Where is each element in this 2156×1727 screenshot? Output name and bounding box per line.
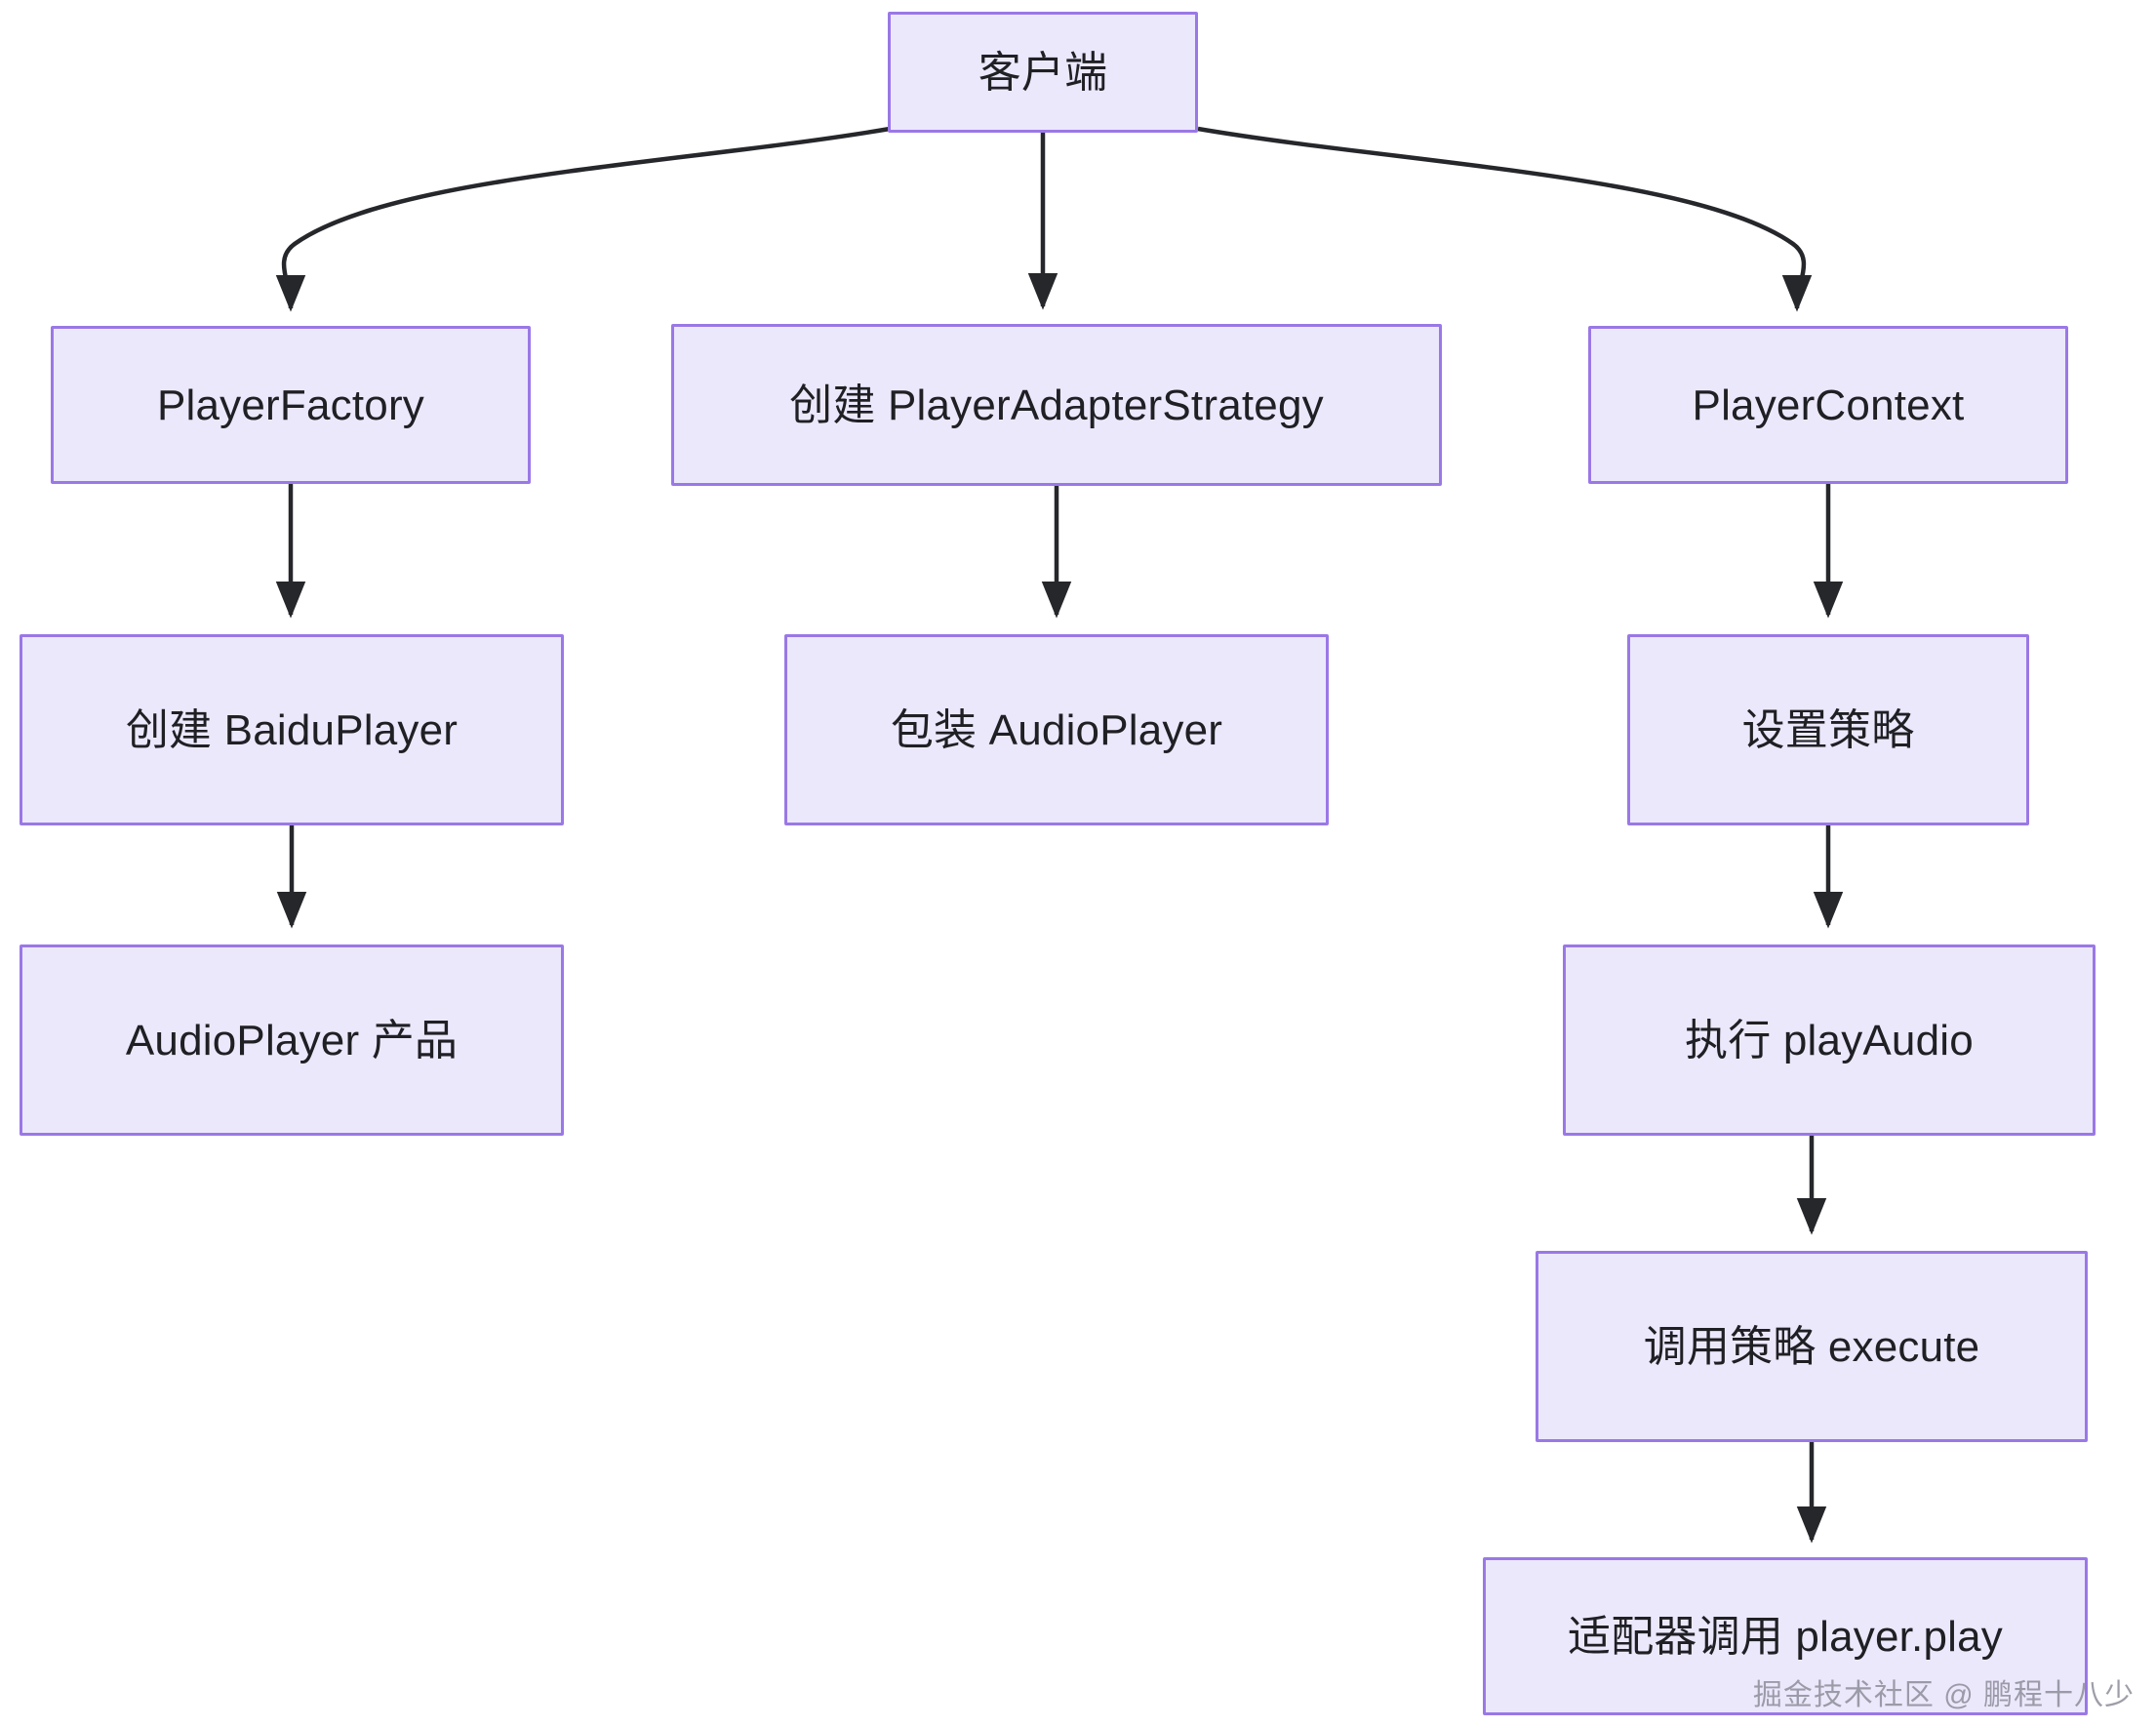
- node-create-baidu-player-label: 创建 BaiduPlayer: [125, 705, 459, 754]
- node-call-strategy-execute-label: 调用策略 execute: [1643, 1322, 1980, 1371]
- node-client-label: 客户端: [978, 48, 1108, 97]
- edge-client-to-playercontext: [1197, 126, 1813, 312]
- node-create-player-adapter-strategy-label: 创建 PlayerAdapterStrategy: [789, 381, 1324, 429]
- edge-client-to-playerfactory: [275, 126, 891, 312]
- node-set-strategy[interactable]: 设置策略: [1627, 634, 2029, 825]
- node-adapter-call-player-play-label: 适配器调用 player.play: [1568, 1612, 2003, 1661]
- node-execute-play-audio[interactable]: 执行 playAudio: [1563, 944, 2096, 1136]
- node-call-strategy-execute[interactable]: 调用策略 execute: [1536, 1251, 2088, 1442]
- node-create-baidu-player[interactable]: 创建 BaiduPlayer: [20, 634, 564, 825]
- node-set-strategy-label: 设置策略: [1741, 705, 1915, 754]
- node-client[interactable]: 客户端: [888, 12, 1198, 133]
- node-create-player-adapter-strategy[interactable]: 创建 PlayerAdapterStrategy: [671, 324, 1442, 486]
- node-wrap-audio-player[interactable]: 包装 AudioPlayer: [784, 634, 1329, 825]
- node-audio-player-product[interactable]: AudioPlayer 产品: [20, 944, 564, 1136]
- node-adapter-call-player-play[interactable]: 适配器调用 player.play: [1483, 1557, 2088, 1715]
- node-player-context[interactable]: PlayerContext: [1588, 326, 2068, 484]
- node-player-factory[interactable]: PlayerFactory: [51, 326, 531, 484]
- node-player-context-label: PlayerContext: [1692, 381, 1965, 429]
- node-audio-player-product-label: AudioPlayer 产品: [125, 1016, 459, 1064]
- watermark: 掘金技术社区 @ 鹏程十八少: [1752, 1679, 2135, 1711]
- node-execute-play-audio-label: 执行 playAudio: [1685, 1016, 1974, 1064]
- node-wrap-audio-player-label: 包装 AudioPlayer: [890, 705, 1223, 754]
- node-player-factory-label: PlayerFactory: [156, 381, 424, 429]
